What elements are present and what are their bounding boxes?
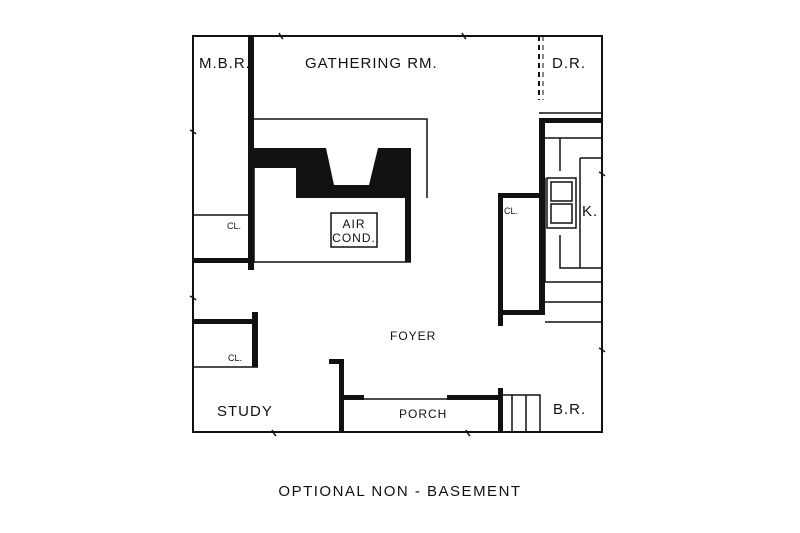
- kitchen-counters: [544, 137, 602, 323]
- mbr-wall: [248, 36, 254, 270]
- air-cond-right-wall: [405, 197, 411, 262]
- study-closet-top: [193, 319, 257, 324]
- right-closet-side: [498, 193, 503, 326]
- study-closet-side: [252, 312, 258, 367]
- right-closet-top: [498, 193, 543, 198]
- air-cond-box: [330, 212, 378, 248]
- right-closet-label: CL.: [504, 206, 518, 216]
- fireplace-masonry: [254, 148, 411, 198]
- dr-lower-wall: [539, 118, 602, 123]
- air-cond-label-2: COND.: [332, 231, 376, 245]
- plan-caption: OPTIONAL NON - BASEMENT: [278, 483, 522, 500]
- mbr-label: M.B.R.: [199, 55, 251, 72]
- porch-steps: [503, 394, 541, 432]
- br-label: B.R.: [553, 401, 586, 418]
- kitchen-sink: [546, 177, 577, 229]
- kitchen-label: K.: [582, 203, 598, 220]
- kitchen-wall: [539, 118, 545, 313]
- study-closet-label: CL.: [228, 353, 242, 363]
- study-label: STUDY: [217, 403, 273, 420]
- outer-wall: [192, 35, 603, 433]
- fireplace-outline: [254, 118, 428, 198]
- gathering-room-label: GATHERING RM.: [305, 55, 438, 72]
- porch-window-right: [447, 395, 498, 400]
- dr-label: D.R.: [552, 55, 586, 72]
- porch-left-wall: [339, 359, 344, 432]
- left-closet-label: CL.: [227, 221, 241, 231]
- left-closet-bottom: [193, 258, 251, 263]
- air-cond-label-1: AIR: [342, 217, 365, 231]
- porch-right-wall: [498, 388, 503, 432]
- porch-label: PORCH: [399, 407, 447, 421]
- right-closet-bottom: [498, 310, 545, 315]
- wall-break-marks: [189, 32, 606, 437]
- porch-left-wall-top: [329, 359, 344, 364]
- foyer-label: FOYER: [390, 329, 436, 343]
- porch-window-left: [344, 395, 364, 400]
